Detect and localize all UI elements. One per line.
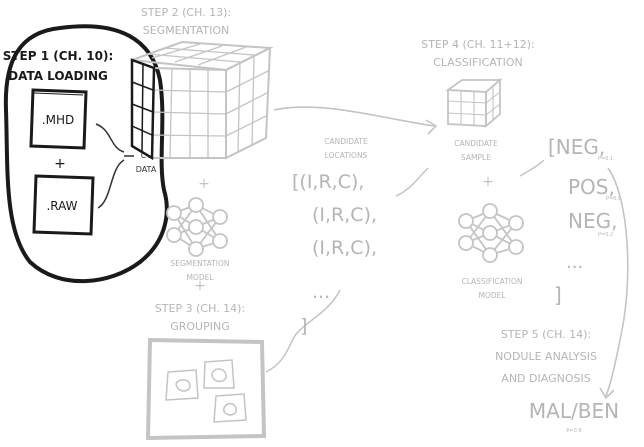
prediction-close-bracket: ] [554, 283, 562, 307]
plus-sign-1: + [198, 176, 210, 192]
candidate-sample-label-line1: CANDIDATE [454, 139, 498, 148]
step1-title-line1: STEP 1 (CH. 10): [3, 49, 114, 63]
mhd-file-icon [29, 88, 88, 150]
prediction-ellipsis: ... [566, 252, 583, 273]
candidate-location-item-1: [(I,R,C), [292, 171, 364, 193]
step1-title-line2: DATA LOADING [8, 69, 108, 83]
plus-sign-2: + [194, 278, 206, 294]
classification-model-label-line1: CLASSIFICATION [461, 277, 522, 286]
prediction-3-prob: P=0.2 [598, 232, 613, 238]
ct-volume-cube-icon [130, 40, 274, 161]
segmentation-model-network-icon [166, 197, 228, 257]
step4-title-line2: CLASSIFICATION [433, 56, 523, 69]
ct-data-label-line2: DATA [136, 165, 157, 174]
step1-highlight-outline [3, 24, 169, 284]
step2-title-line1: STEP 2 (CH. 13): [141, 6, 231, 19]
step4-title-line1: STEP 4 (CH. 11+12): [421, 38, 535, 51]
classification-model-network-icon [458, 203, 524, 263]
step5-title-line2: NODULE ANALYSIS [495, 350, 597, 363]
step3-title-line2: GROUPING [170, 320, 230, 333]
mhd-file-label: .MHD [42, 113, 74, 127]
candidate-location-close-bracket: ] [300, 315, 307, 337]
candidate-location-ellipsis: ... [312, 281, 330, 303]
candidate-location-item-2: (I,R,C), [312, 204, 377, 226]
segmentation-model-label-line1: SEGMENTATION [171, 259, 230, 268]
ct-data-bracket [95, 123, 134, 209]
diagnosis-prob: P=0.9 [566, 428, 581, 434]
raw-file-icon [32, 174, 95, 236]
candidate-locations-label-line1: CANDIDATE [324, 137, 368, 146]
predictions-to-diagnosis-arrow [599, 167, 629, 400]
segmentation-to-classification-arrow [273, 106, 438, 135]
prediction-3-label: NEG, [568, 209, 617, 233]
diagnosis-label: MAL/BEN [529, 399, 619, 423]
step5-title-line1: STEP 5 (CH. 14): [501, 328, 591, 341]
raw-file-label: .RAW [46, 199, 77, 213]
segmentation-model-label-line2: MODEL [186, 273, 214, 282]
prediction-1-prob: P=0.1 [598, 156, 613, 162]
step2-title-line2: SEGMENTATION [143, 24, 230, 37]
step5-title-line3: AND DIAGNOSIS [501, 372, 590, 385]
classification-model-label-line2: MODEL [478, 291, 506, 300]
prediction-2-prob: P=0.9 [606, 196, 621, 202]
grouping-to-candidates-arrow [265, 289, 341, 373]
plus-sign-3: + [482, 174, 494, 190]
step1-plus: + [54, 156, 66, 172]
candidate-locations-label-line2: LOCATIONS [325, 151, 368, 160]
grouping-scan-icon [145, 337, 267, 441]
prediction-1-label: [NEG, [548, 135, 605, 159]
prediction-2-label: POS, [568, 175, 615, 199]
sample-to-predictions-arrow [519, 159, 545, 177]
candidate-location-item-3: (I,R,C), [312, 237, 377, 259]
step3-title-line1: STEP 3 (CH. 14): [155, 302, 245, 315]
candidate-sample-cube-icon [445, 78, 503, 128]
candidates-to-sample-arrow [395, 167, 429, 197]
candidate-sample-label-line2: SAMPLE [461, 153, 491, 162]
